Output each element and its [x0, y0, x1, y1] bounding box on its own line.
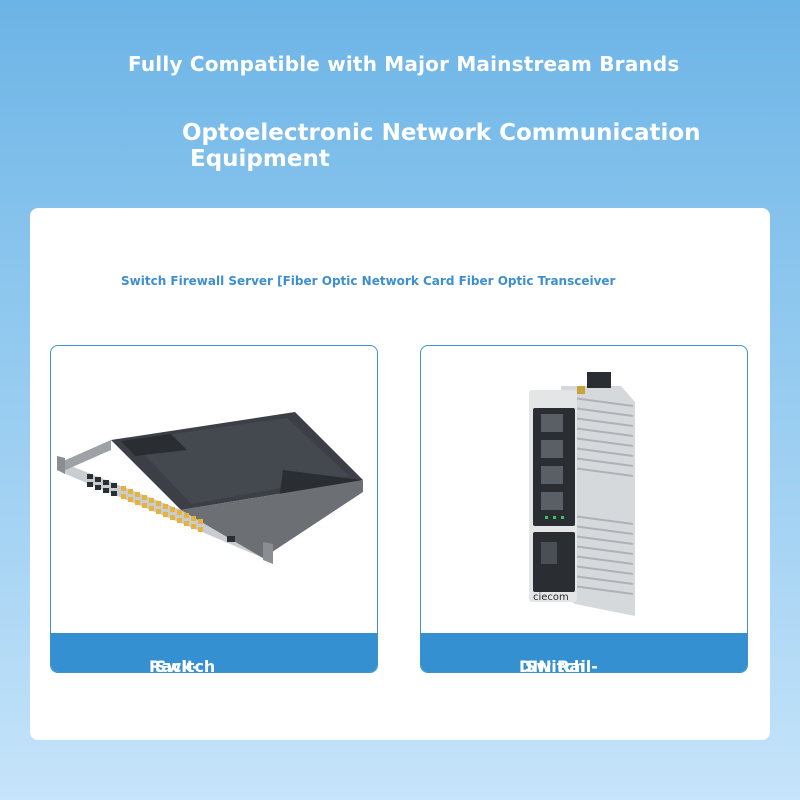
din-rail-switch-image: ciecom [421, 346, 747, 635]
category-list: Switch Firewall Server [Fiber Optic Netw… [121, 274, 616, 288]
rack-switch-label: Rack-mounted Switch [51, 633, 377, 672]
din-rail-brand-logo: ciecom [533, 592, 569, 603]
headline: Fully Compatible with Major Mainstream B… [128, 52, 680, 76]
subhead-line-2: Equipment [190, 146, 330, 172]
subhead: Optoelectronic Network Communication Equ… [182, 120, 742, 172]
product-card-din-rail-switch[interactable]: ciecom DIN Rail-mounted Switch [420, 345, 748, 673]
rack-switch-icon [57, 412, 363, 564]
din-rail-switch-icon: ciecom [529, 372, 635, 616]
product-panel: Switch Firewall Server [Fiber Optic Netw… [30, 208, 770, 740]
rack-switch-label-line-2: Switch [155, 657, 216, 673]
product-card-rack-switch[interactable]: Rack-mounted Switch [50, 345, 378, 673]
din-rail-switch-label-line-1: DIN Rail-mounted [519, 657, 598, 673]
rack-switch-label-line-1: Rack-mounted [149, 657, 199, 673]
din-rail-switch-label-line-2: Switch [525, 657, 586, 673]
din-rail-switch-label: DIN Rail-mounted Switch [421, 633, 747, 672]
subhead-line-1: Optoelectronic Network Communication [182, 120, 701, 146]
rack-switch-image [51, 346, 377, 635]
